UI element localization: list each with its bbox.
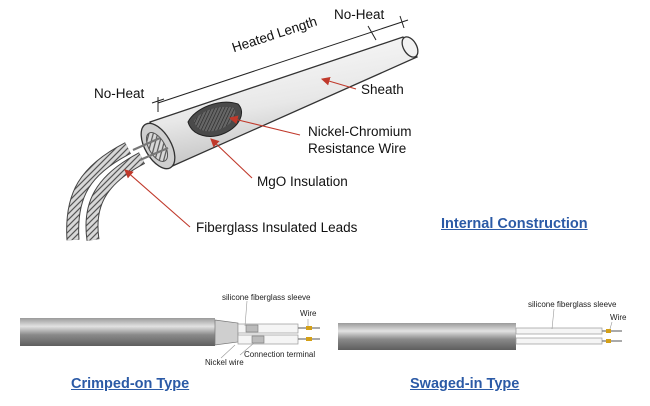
swaged-title: Swaged-in Type — [410, 376, 520, 392]
no-heat-left-label: No-Heat — [94, 86, 145, 101]
lead-wires — [66, 142, 146, 241]
sheath-label: Sheath — [361, 82, 404, 97]
nichrome-label-2: Resistance Wire — [308, 141, 407, 156]
pointer-arrows — [124, 76, 357, 228]
crimped-title: Crimped-on Type — [71, 376, 190, 392]
nichrome-label-1: Nickel-Chromium — [308, 124, 412, 139]
swaged-diagram — [338, 308, 622, 350]
connection-terminal-label: Connection terminal — [244, 350, 316, 359]
leads-label: Fiberglass Insulated Leads — [196, 220, 358, 235]
swaged-wire-label: Wire — [610, 313, 627, 322]
no-heat-top-label: No-Heat — [334, 7, 385, 22]
crimped-diagram — [20, 300, 320, 359]
heater-sheath — [132, 36, 419, 170]
mgo-label: MgO Insulation — [257, 174, 348, 189]
crimped-sleeve-label: silicone fiberglass sleeve — [222, 293, 311, 302]
dimension-lines — [151, 15, 409, 112]
nickel-wire-label: Nickel wire — [205, 358, 244, 367]
swaged-sleeve-label: silicone fiberglass sleeve — [528, 300, 617, 309]
crimped-wire-label: Wire — [300, 309, 317, 318]
internal-construction-title: Internal Construction — [441, 216, 588, 232]
